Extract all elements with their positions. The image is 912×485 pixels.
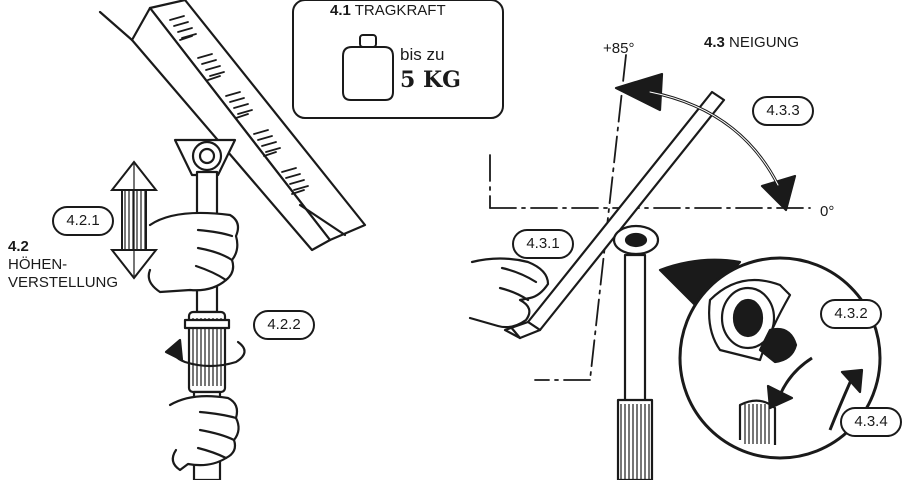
callout-4-3-2: 4.3.2 (820, 299, 882, 329)
section-4-3-heading: 4.3 NEIGUNG (704, 34, 799, 51)
angle-min-label: 0° (820, 203, 835, 220)
callout-4-2-1: 4.2.1 (52, 206, 114, 236)
section-4-2-title-line1: HÖHEN- (8, 256, 68, 273)
weight-capacity-line1: bis zu (400, 45, 445, 64)
section-4-3-title: NEIGUNG (729, 34, 800, 51)
section-4-1-number: 4.1 (330, 2, 351, 19)
section-4-2-title-line2: VERSTELLUNG (8, 274, 119, 291)
right-stand-illustration (468, 54, 811, 482)
callout-4-2-2: 4.2.2 (253, 310, 315, 340)
section-4-3-number: 4.3 (704, 34, 725, 51)
callout-4-3-3: 4.3.3 (752, 96, 814, 126)
section-4-1-heading: 4.1 TRAGKRAFT (330, 2, 446, 19)
weight-icon (342, 34, 394, 101)
angle-max-label: +85° (603, 40, 635, 57)
section-4-1-title: TRAGKRAFT (354, 2, 446, 19)
callout-4-3-1: 4.3.1 (512, 229, 574, 259)
section-4-2-number: 4.2 (8, 238, 29, 255)
callout-4-3-4: 4.3.4 (840, 407, 902, 437)
weight-capacity-line2: 5 KG (400, 67, 461, 93)
left-stand-illustration (98, 0, 367, 482)
tray-left (130, 0, 367, 252)
magnifier-detail (658, 256, 882, 460)
height-arrow (109, 160, 159, 280)
